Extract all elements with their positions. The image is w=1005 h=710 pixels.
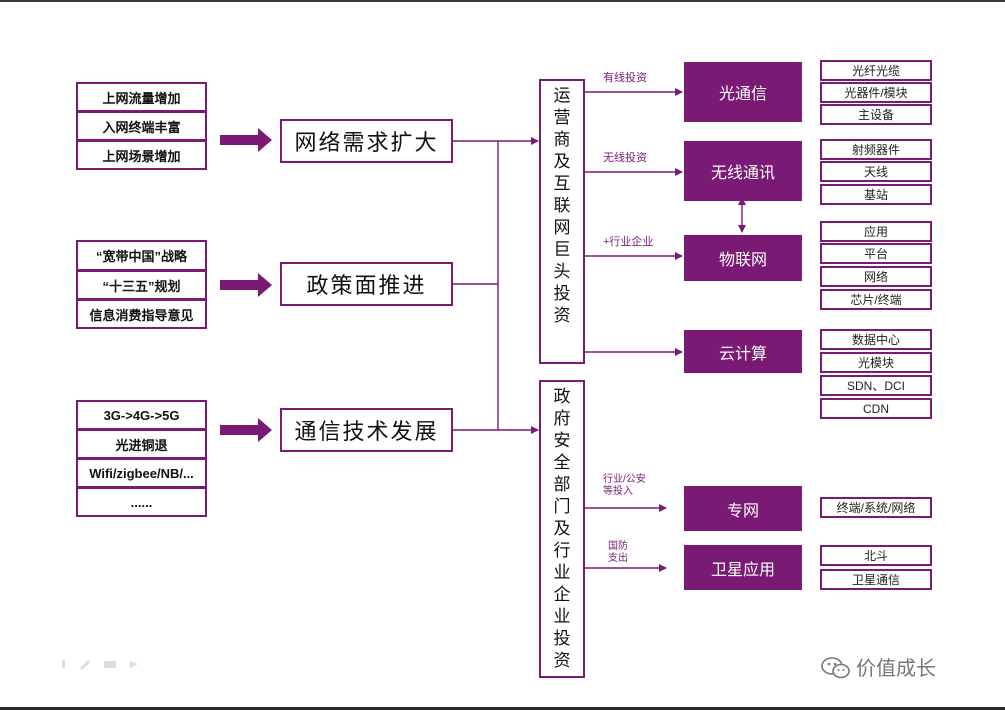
segment-optical: 光通信 bbox=[684, 62, 802, 122]
product-item: 光纤光缆 bbox=[820, 60, 932, 81]
channel-industry-police: 行业/公安等投入 bbox=[603, 474, 646, 497]
watermark-text: 价值成长 bbox=[856, 658, 936, 680]
segment-satellite: 卫星应用 bbox=[684, 545, 802, 590]
driver-item: ...... bbox=[76, 487, 207, 517]
product-item: 主设备 bbox=[820, 104, 932, 125]
channel-defense: 国防支出 bbox=[608, 541, 628, 564]
product-item: 光模块 bbox=[820, 352, 932, 373]
driver-item: 信息消费指导意见 bbox=[76, 299, 207, 329]
driver-item: Wifi/zigbee/NB/... bbox=[76, 458, 207, 488]
product-item: 北斗 bbox=[820, 545, 932, 566]
result-tech: 通信技术发展 bbox=[280, 408, 453, 452]
product-item: 平台 bbox=[820, 243, 932, 264]
result-demand: 网络需求扩大 bbox=[280, 119, 453, 163]
product-item: 数据中心 bbox=[820, 329, 932, 350]
product-item: 网络 bbox=[820, 266, 932, 287]
driver-item: “宽带中国”战略 bbox=[76, 240, 207, 271]
product-item: SDN、DCI bbox=[820, 375, 932, 396]
wechat-icon bbox=[821, 657, 850, 679]
investor-operators: 运营商及互联网巨头投资 bbox=[539, 79, 585, 364]
driver-item: 上网流量增加 bbox=[76, 82, 207, 112]
product-item: 天线 bbox=[820, 161, 932, 182]
product-item: 终端/系统/网络 bbox=[820, 497, 932, 518]
top-border bbox=[0, 0, 1005, 2]
slide-toolbar bbox=[62, 660, 138, 670]
driver-item: “十三五”规划 bbox=[76, 270, 207, 300]
product-item: 射频器件 bbox=[820, 139, 932, 160]
product-item: 光器件/模块 bbox=[820, 82, 932, 103]
segment-iot: 物联网 bbox=[684, 235, 802, 281]
driver-item: 3G->4G->5G bbox=[76, 400, 207, 430]
segment-private-net: 专网 bbox=[684, 486, 802, 531]
right-arrow-icon bbox=[220, 128, 272, 152]
investor-government-label: 政府安全部门及行业企业投资 bbox=[553, 387, 571, 670]
product-item: 基站 bbox=[820, 184, 932, 205]
segment-cloud: 云计算 bbox=[684, 330, 802, 373]
driver-item: 光进铜退 bbox=[76, 429, 207, 459]
right-arrow-icon bbox=[220, 273, 272, 297]
product-item: CDN bbox=[820, 398, 932, 419]
channel-wired: 有线投资 bbox=[603, 72, 647, 84]
product-item: 应用 bbox=[820, 221, 932, 242]
channel-industry: +行业企业 bbox=[603, 236, 654, 248]
bottom-border bbox=[0, 707, 1005, 710]
driver-item: 上网场景增加 bbox=[76, 140, 207, 170]
driver-item: 入网终端丰富 bbox=[76, 111, 207, 141]
result-policy: 政策面推进 bbox=[280, 262, 453, 306]
segment-wireless: 无线通讯 bbox=[684, 141, 802, 201]
channel-wireless: 无线投资 bbox=[603, 152, 647, 164]
product-item: 卫星通信 bbox=[820, 569, 932, 590]
product-item: 芯片/终端 bbox=[820, 289, 932, 310]
right-arrow-icon bbox=[220, 418, 272, 442]
investor-government: 政府安全部门及行业企业投资 bbox=[539, 380, 585, 678]
investor-operators-label: 运营商及互联网巨头投资 bbox=[553, 86, 571, 325]
